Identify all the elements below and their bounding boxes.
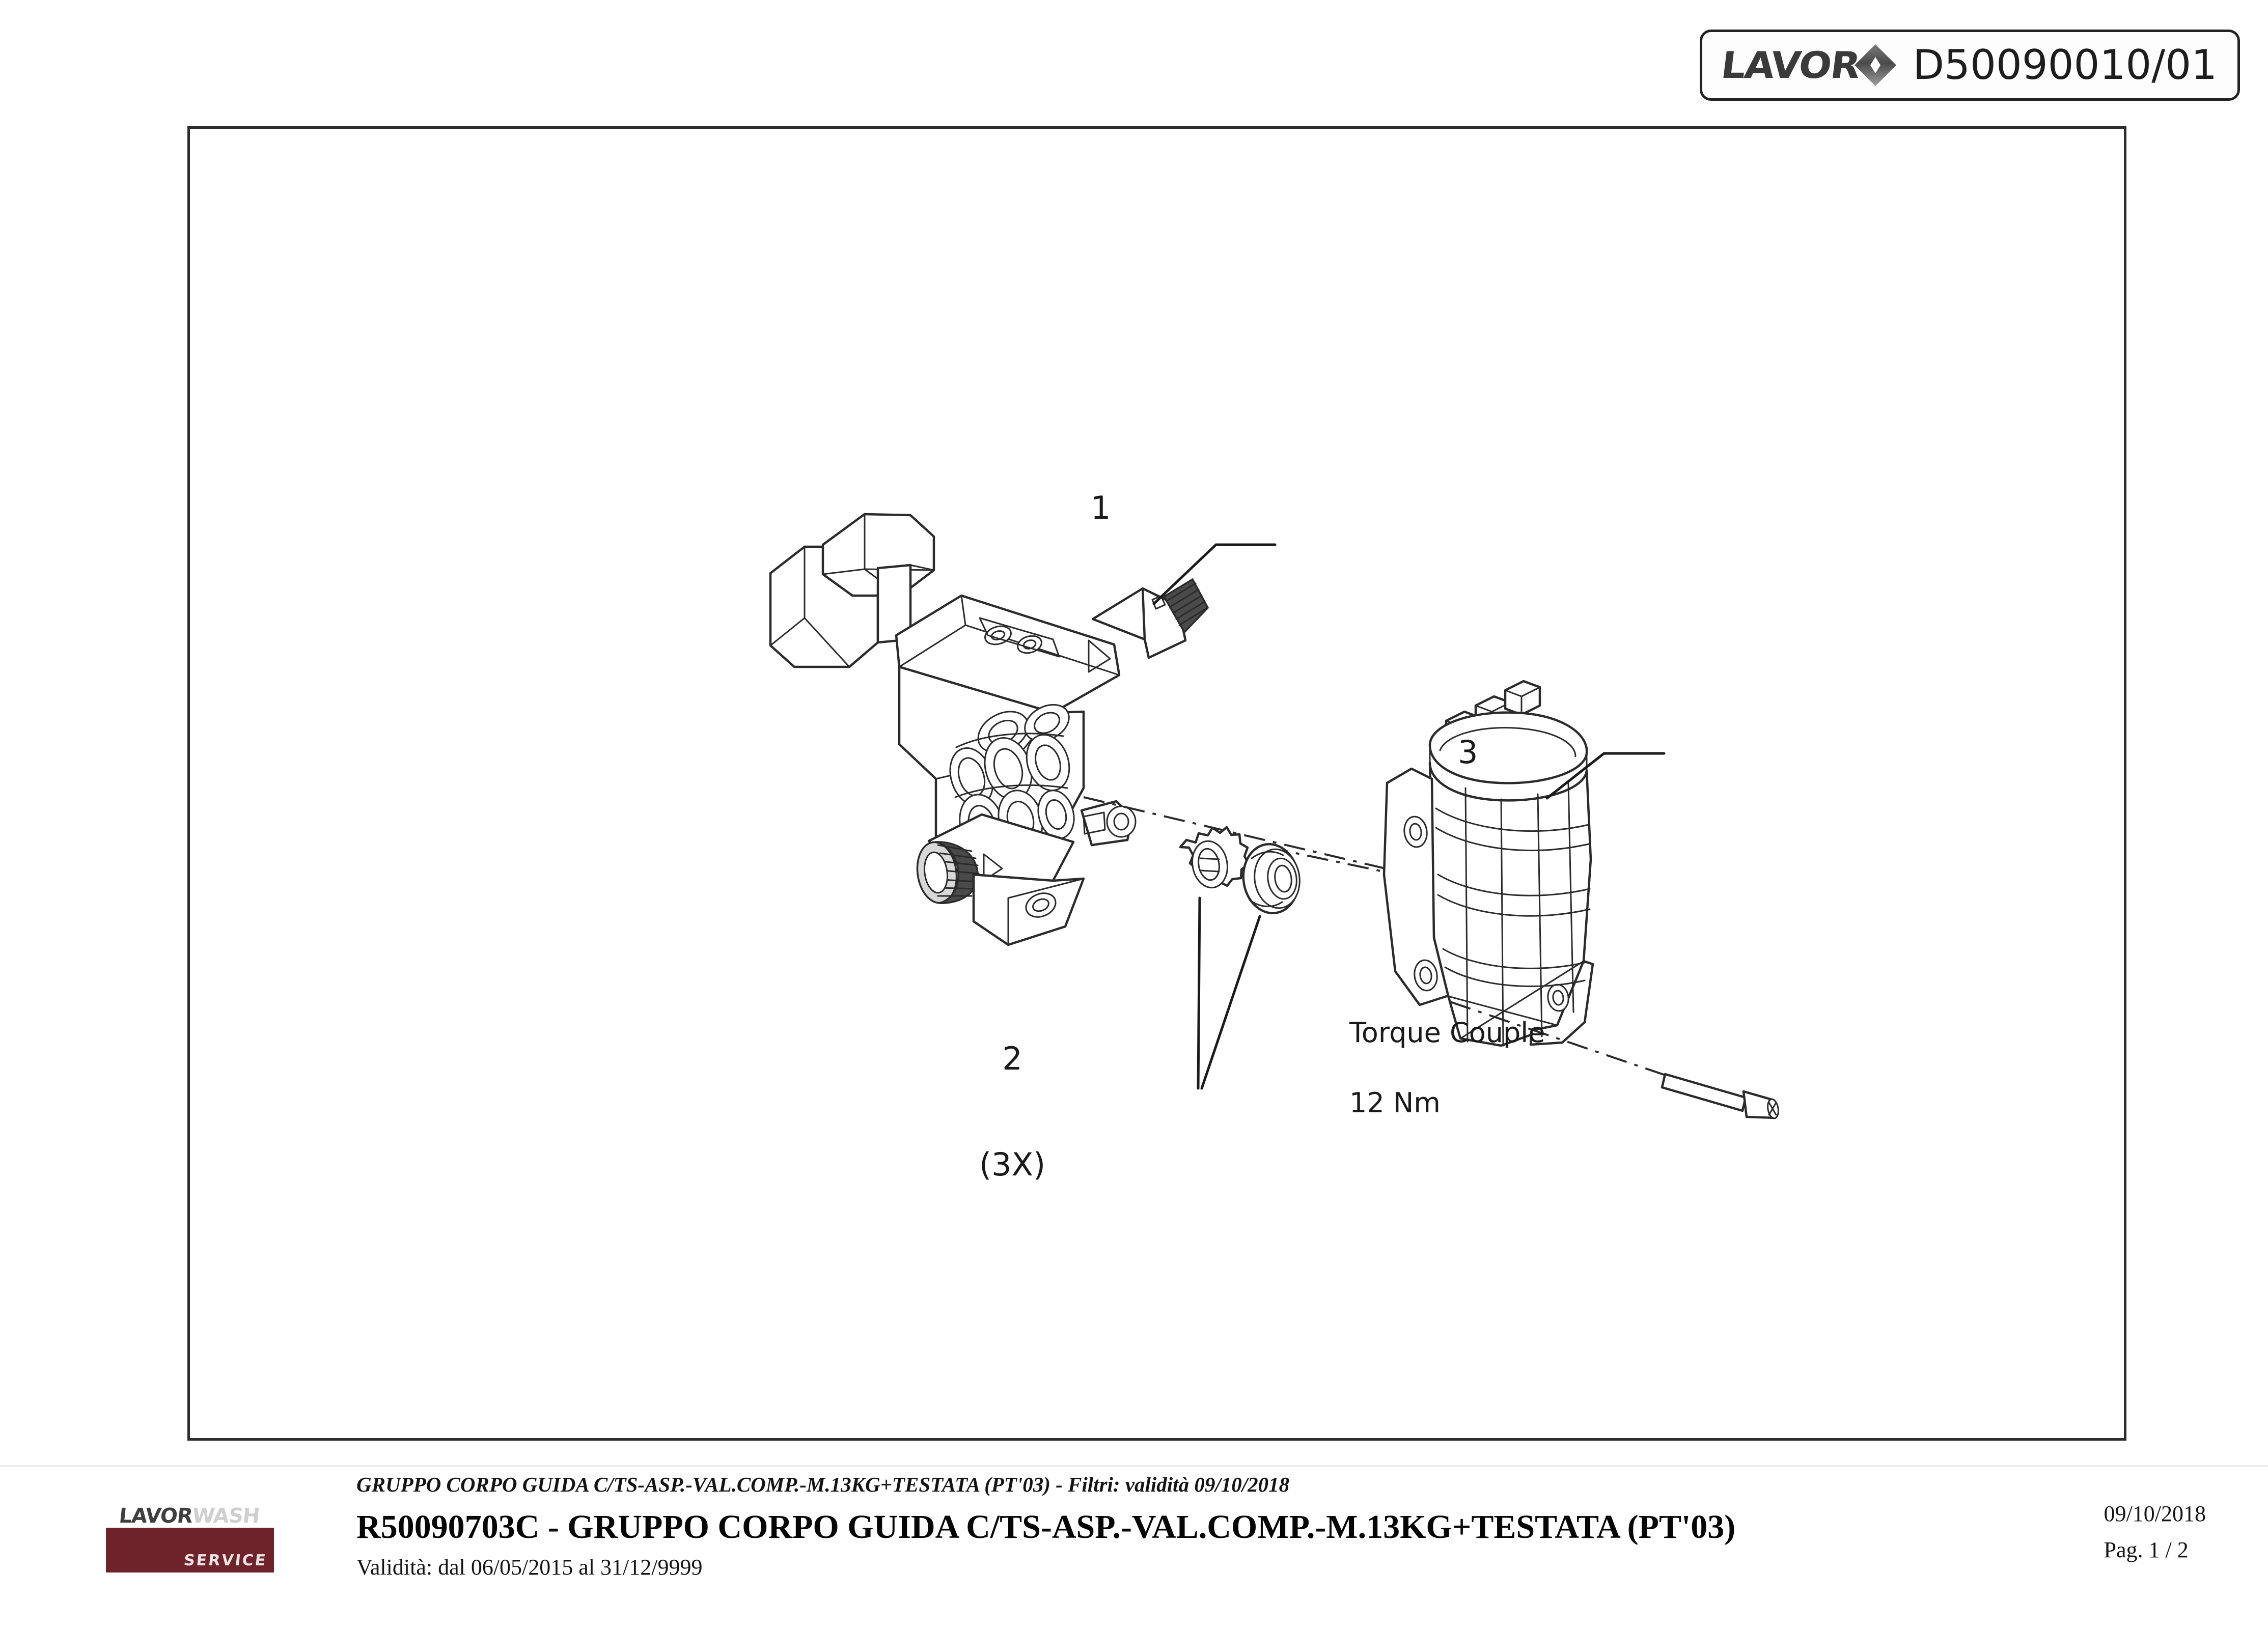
logo-service-text: SERVICE <box>183 1552 268 1569</box>
callout-label-2-quantity: (3X) <box>979 1146 1046 1184</box>
callout-label-2-number: 2 <box>1002 1040 1022 1077</box>
lavor-logo: LAVOR <box>1719 44 1897 87</box>
callout-label-1: 1 <box>1091 489 1111 526</box>
drawing-number-badge: LAVOR D50090010/01 <box>1699 30 2240 101</box>
footer-text-block: GRUPPO CORPO GUIDA C/TS-ASP.-VAL.COMP.-M… <box>356 1472 1833 1581</box>
footer-separator <box>0 1465 2268 1467</box>
logo-wash-text: WASH <box>191 1504 261 1528</box>
logo-color-block: SERVICE <box>106 1528 274 1572</box>
torque-note: Torque Couple 12 Nm <box>1349 980 1545 1156</box>
footer-subtitle: GRUPPO CORPO GUIDA C/TS-ASP.-VAL.COMP.-M… <box>356 1473 1290 1496</box>
footer-date: 09/10/2018 <box>2104 1501 2206 1526</box>
footer-validity: Validità: dal 06/05/2015 al 31/12/9999 <box>356 1555 703 1580</box>
callout-label-3: 3 <box>1458 734 1478 771</box>
footer-meta-block: 09/10/2018 Pag. 1 / 2 <box>2104 1496 2206 1568</box>
footer-page-number: Pag. 1 / 2 <box>2104 1537 2189 1563</box>
callout-label-2: 2 (3X) <box>964 970 1061 1218</box>
drawing-number-text: D50090010/01 <box>1913 41 2217 89</box>
lavor-logo-text: LAVOR <box>1719 44 1862 87</box>
drawing-frame <box>187 126 2126 1441</box>
footer-title: R50090703C - GRUPPO CORPO GUIDA C/TS-ASP… <box>356 1508 1736 1546</box>
torque-note-label: Torque Couple <box>1349 1017 1545 1049</box>
logo-lavor-text: LAVOR <box>118 1504 194 1528</box>
torque-note-value: 12 Nm <box>1349 1087 1441 1119</box>
